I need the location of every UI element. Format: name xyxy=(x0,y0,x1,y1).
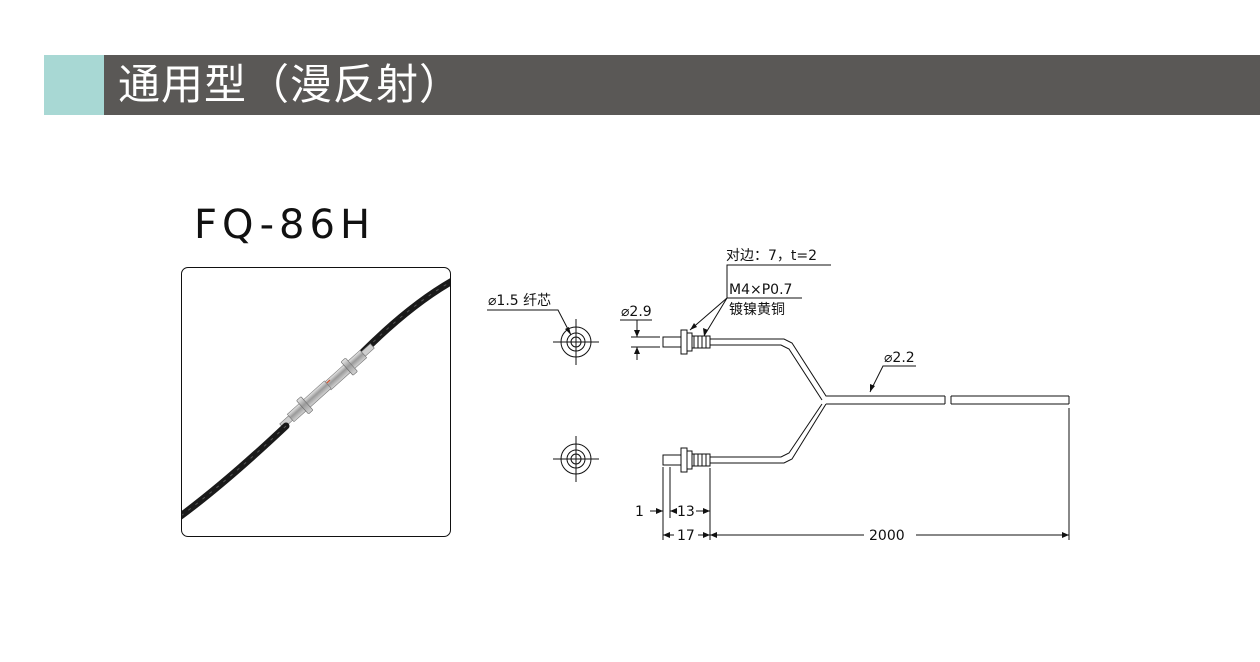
model-title: FQ-86H xyxy=(194,202,376,248)
header-accent-block xyxy=(44,55,104,115)
tube-diameter-label: ⌀2.9 xyxy=(621,304,652,320)
dim-17-label: 17 xyxy=(677,528,695,544)
hex-size-label: 对边：7，t=2 xyxy=(726,248,817,264)
dim-1-label: 1 xyxy=(635,504,644,520)
core-diameter-label: ⌀1.5 纤芯 xyxy=(488,293,551,309)
dim-2000-label: 2000 xyxy=(869,528,905,544)
header-bar: 通用型（漫反射） xyxy=(44,55,1260,115)
front-view-bottom xyxy=(553,436,599,482)
dim-13-label: 13 xyxy=(677,504,695,520)
fiber-cable-illustration xyxy=(182,278,450,520)
cable-diameter-label: ⌀2.2 xyxy=(884,350,915,366)
material-label: 镀镍黄铜 xyxy=(729,301,785,318)
front-view-top xyxy=(553,319,599,365)
thread-spec-label: M4×P0.7 xyxy=(729,282,792,298)
product-photo xyxy=(181,267,451,537)
header-title: 通用型（漫反射） xyxy=(118,60,463,109)
